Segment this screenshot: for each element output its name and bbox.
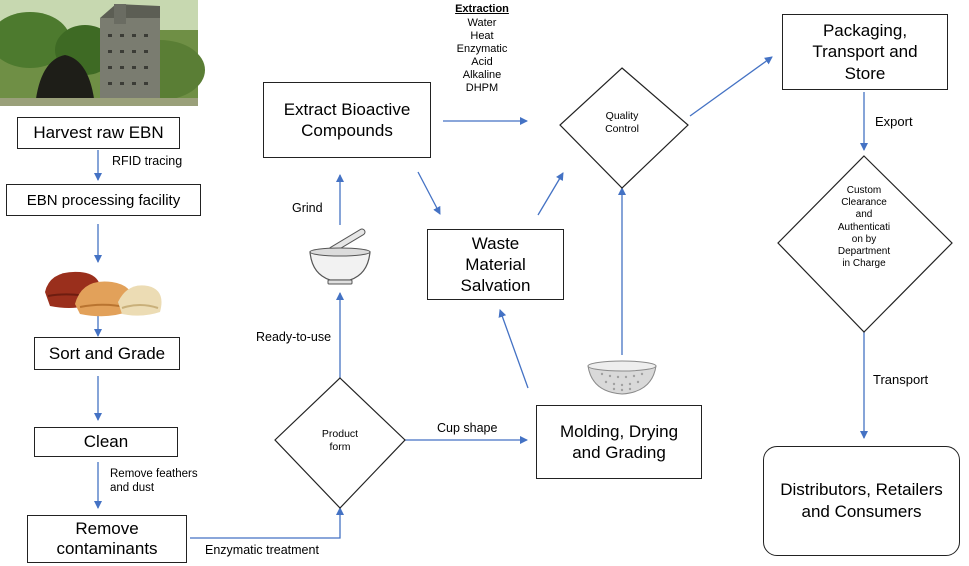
extract-bioactive-compounds-box: Extract Bioactive Compounds (263, 82, 431, 158)
packaging-transport-store-box: Packaging, Transport and Store (782, 14, 948, 90)
waste-material-salvation-box: Waste Material Salvation (427, 229, 564, 300)
product-form-diamond (274, 377, 406, 509)
clean-label: Clean (83, 432, 129, 451)
harvest-label: Harvest raw EBN (33, 123, 164, 142)
extract-label: Extract Bioactive Compounds (283, 99, 411, 140)
custom-clearance-label: Custom Clearance and Authenticati on by … (837, 185, 891, 270)
molding-drying-grading-box: Molding, Drying and Grading (536, 405, 702, 479)
arrow-remove-to-product-form (190, 507, 344, 539)
ebn-processing-facility-box: EBN processing facility (6, 184, 201, 216)
harvest-site-photo (0, 0, 205, 106)
extraction-methods: Water Heat Enzymatic Acid Alkaline DHPM (456, 17, 508, 94)
waste-label: Waste Material Salvation (460, 233, 531, 296)
harvest-raw-ebn-box: Harvest raw EBN (17, 117, 180, 149)
custom-clearance-diamond (777, 155, 953, 333)
sort-label: Sort and Grade (48, 343, 166, 363)
distributors-label: Distributors, Retailers and Consumers (780, 479, 943, 521)
arrow-extract-to-waste (417, 171, 441, 215)
export-label: Export (875, 114, 913, 129)
quality-control-diamond (559, 67, 689, 189)
cup-shape-label: Cup shape (437, 421, 498, 435)
strainer-mold-icon (587, 360, 657, 395)
arrow-molding-to-waste (498, 309, 529, 389)
facility-label: EBN processing facility (26, 191, 181, 209)
molding-label: Molding, Drying and Grading (559, 421, 679, 462)
extraction-title: Extraction (455, 3, 509, 15)
grind-label: Grind (292, 201, 323, 215)
remove-contaminants-box: Remove contaminants (27, 515, 187, 563)
product-form-label: Product form (321, 428, 359, 453)
rfid-tracing-label: RFID tracing (112, 154, 183, 168)
enzymatic-treatment-label: Enzymatic treatment (205, 543, 319, 557)
clean-box: Clean (34, 427, 178, 457)
quality-control-label: Quality Control (605, 110, 639, 135)
arrow-waste-to-quality (537, 172, 564, 216)
mortar-pestle-icon (309, 228, 371, 285)
sort-and-grade-box: Sort and Grade (34, 337, 180, 370)
remove-label: Remove contaminants (56, 518, 158, 558)
distributors-retailers-consumers-box: Distributors, Retailers and Consumers (763, 446, 960, 556)
bird-nest-image (45, 271, 162, 317)
packaging-label: Packaging, Transport and Store (812, 21, 918, 83)
transport-label: Transport (873, 372, 929, 387)
arrow-quality-to-packaging (689, 56, 773, 117)
remove-feathers-label: Remove feathers and dust (110, 468, 198, 494)
ready-to-use-label: Ready-to-use (256, 330, 332, 344)
